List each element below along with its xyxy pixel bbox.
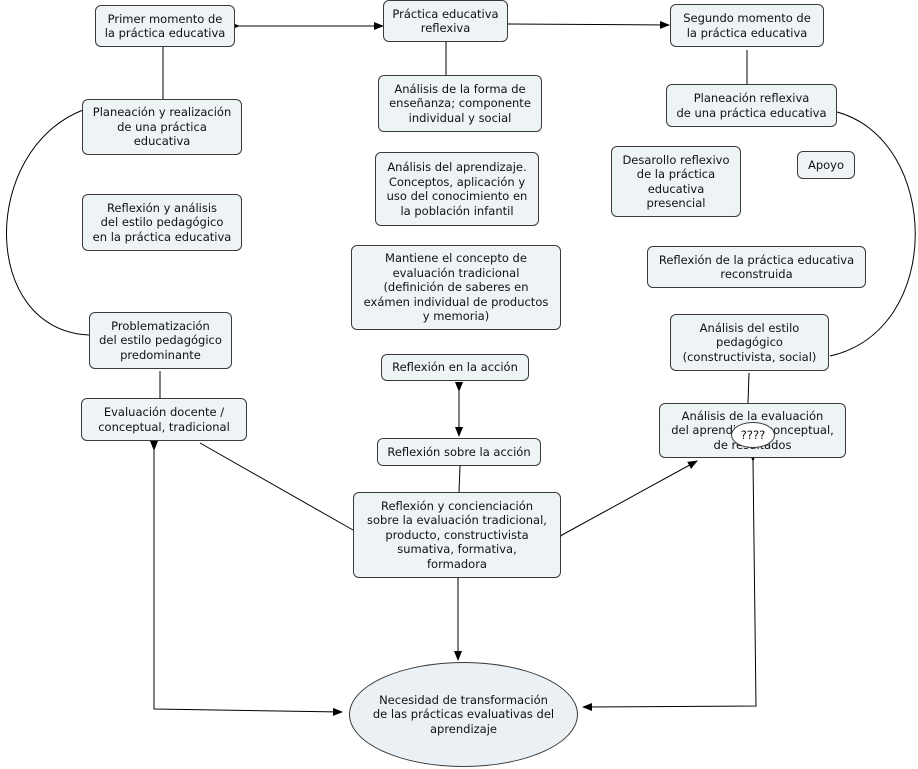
node-reflexion-concienciacion[interactable]: Reflexión y concienciación sobre la eval… <box>353 492 561 578</box>
node-evaluacion-docente[interactable]: Evaluación docente / conceptual, tradici… <box>81 398 247 441</box>
node-segundo-momento[interactable]: Segundo momento de la práctica educativa <box>670 4 824 47</box>
node-planeacion-reflexiva[interactable]: Planeación reflexiva de una práctica edu… <box>666 84 837 127</box>
curve-left-loop <box>6 109 90 336</box>
node-mantiene-concepto[interactable]: Mantiene el concepto de evaluación tradi… <box>351 245 561 330</box>
arrow-analisis-necesidad <box>582 451 757 711</box>
arrow-concienciacion-analisis <box>552 460 698 543</box>
node-problematizacion[interactable]: Problematización del estilo pedagógico p… <box>89 312 232 369</box>
node-apoyo[interactable]: Apoyo <box>797 151 855 179</box>
node-primer-momento[interactable]: Primer momento de la práctica educativa <box>95 5 235 47</box>
node-planeacion-realizacion[interactable]: Planeación y realización de una práctica… <box>82 99 242 155</box>
node-necesidad-transformacion[interactable]: Necesidad de transformación de las práct… <box>349 662 578 767</box>
node-reflexion-reconstruida[interactable]: Reflexión de la práctica educativa recon… <box>647 246 866 288</box>
node-analisis-forma-ensenanza[interactable]: Análisis de la forma de enseñanza; compo… <box>378 75 542 132</box>
node-analisis-aprendizaje[interactable]: Análisis del aprendizaje. Conceptos, apl… <box>375 152 539 226</box>
node-desarrollo-reflexivo[interactable]: Desarollo reflexivo de la práctica educa… <box>611 146 741 217</box>
node-reflexion-en-accion[interactable]: Reflexión en la acción <box>381 354 529 381</box>
node-reflexion-analisis-estilo[interactable]: Reflexión y análisis del estilo pedagógi… <box>82 194 242 251</box>
curve-right-loop <box>829 111 916 357</box>
arrow-practica-segundo <box>499 19 670 29</box>
node-practica-reflexiva[interactable]: Práctica educativa reflexiva <box>383 0 508 42</box>
node-analisis-estilo-pedagogico[interactable]: Análisis del estilo pedagógico (construc… <box>670 314 829 371</box>
line-evaluacion-concienciacion <box>199 442 354 531</box>
arrow-evaluacion-necesidad <box>150 441 343 716</box>
node-reflexion-sobre-accion[interactable]: Reflexión sobre la acción <box>377 438 541 466</box>
line-sobre-concienciacion <box>458 465 461 493</box>
question-bubble[interactable]: ???? <box>731 422 775 448</box>
line-estilo-evaluacion <box>747 372 750 404</box>
